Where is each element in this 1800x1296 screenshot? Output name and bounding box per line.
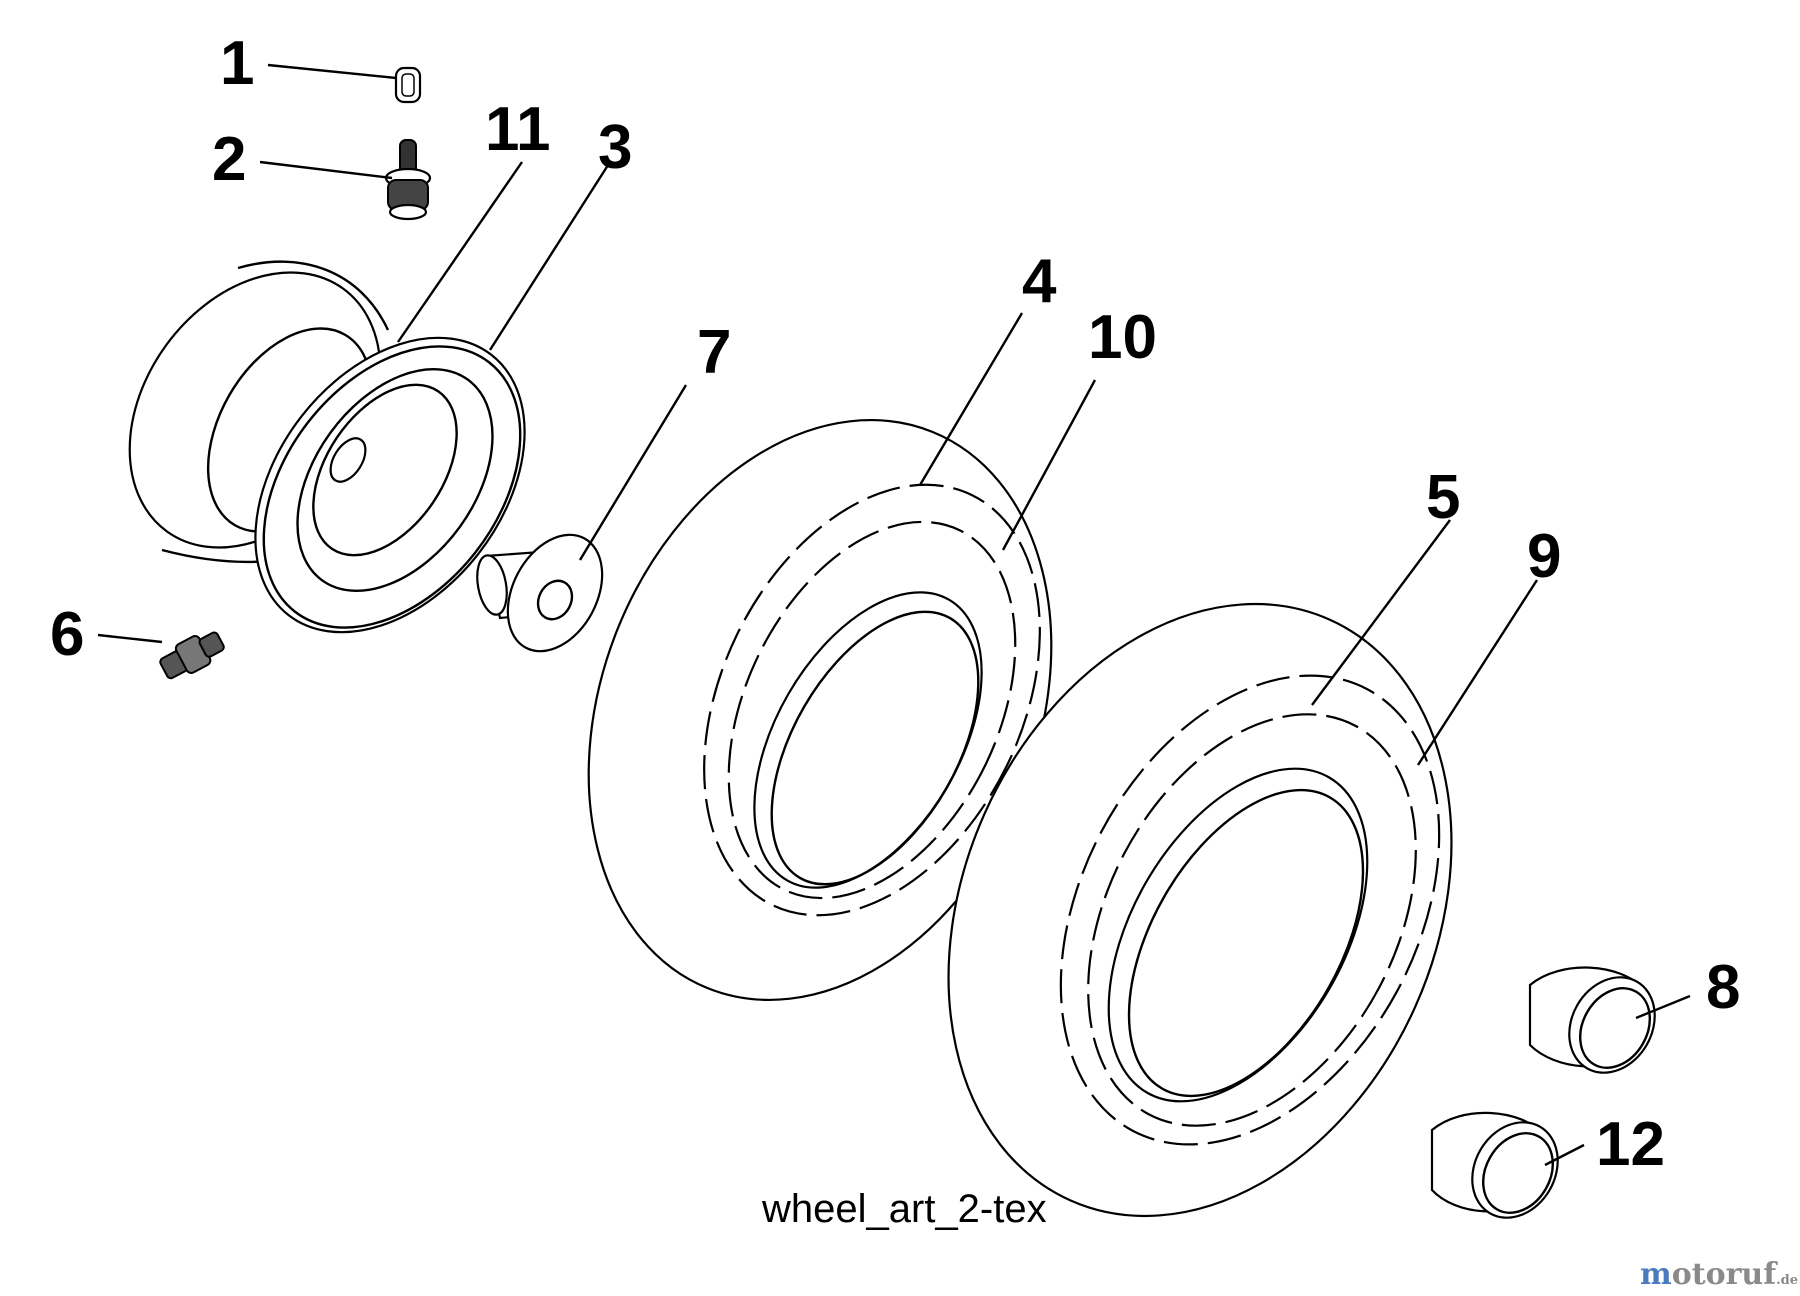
- part-grease-fitting: [159, 631, 225, 680]
- watermark-suffix: .de: [1776, 1273, 1798, 1288]
- callout-8: 8: [1706, 953, 1740, 1022]
- callout-10: 10: [1088, 303, 1157, 372]
- part-tire-rear: [947, 602, 1453, 1218]
- callout-7: 7: [697, 318, 731, 387]
- callout-11: 11: [485, 95, 551, 164]
- part-valve-stem: [384, 139, 432, 221]
- part-bushing: [476, 533, 604, 653]
- callout-12: 12: [1596, 1110, 1665, 1179]
- callout-1: 1: [220, 29, 254, 98]
- svg-text:motoruf.de: motoruf.de: [1640, 1257, 1798, 1292]
- watermark-logo: motoruf.de: [1640, 1257, 1798, 1292]
- callout-9: 9: [1527, 522, 1561, 591]
- callout-2: 2: [212, 125, 246, 194]
- watermark-text: motoruf: [1640, 1257, 1778, 1292]
- diagram-caption: wheel_art_2-tex: [761, 1187, 1047, 1231]
- part-bearing-lower: [1430, 1111, 1559, 1219]
- callout-6: 6: [50, 600, 84, 669]
- part-rim: [128, 260, 526, 634]
- callout-4: 4: [1022, 247, 1057, 316]
- leader-lines: [97, 63, 1691, 1167]
- callout-5: 5: [1426, 463, 1460, 532]
- part-valve-cap: [394, 66, 422, 104]
- part-bearing-upper: [1528, 966, 1656, 1074]
- callout-3: 3: [598, 113, 632, 182]
